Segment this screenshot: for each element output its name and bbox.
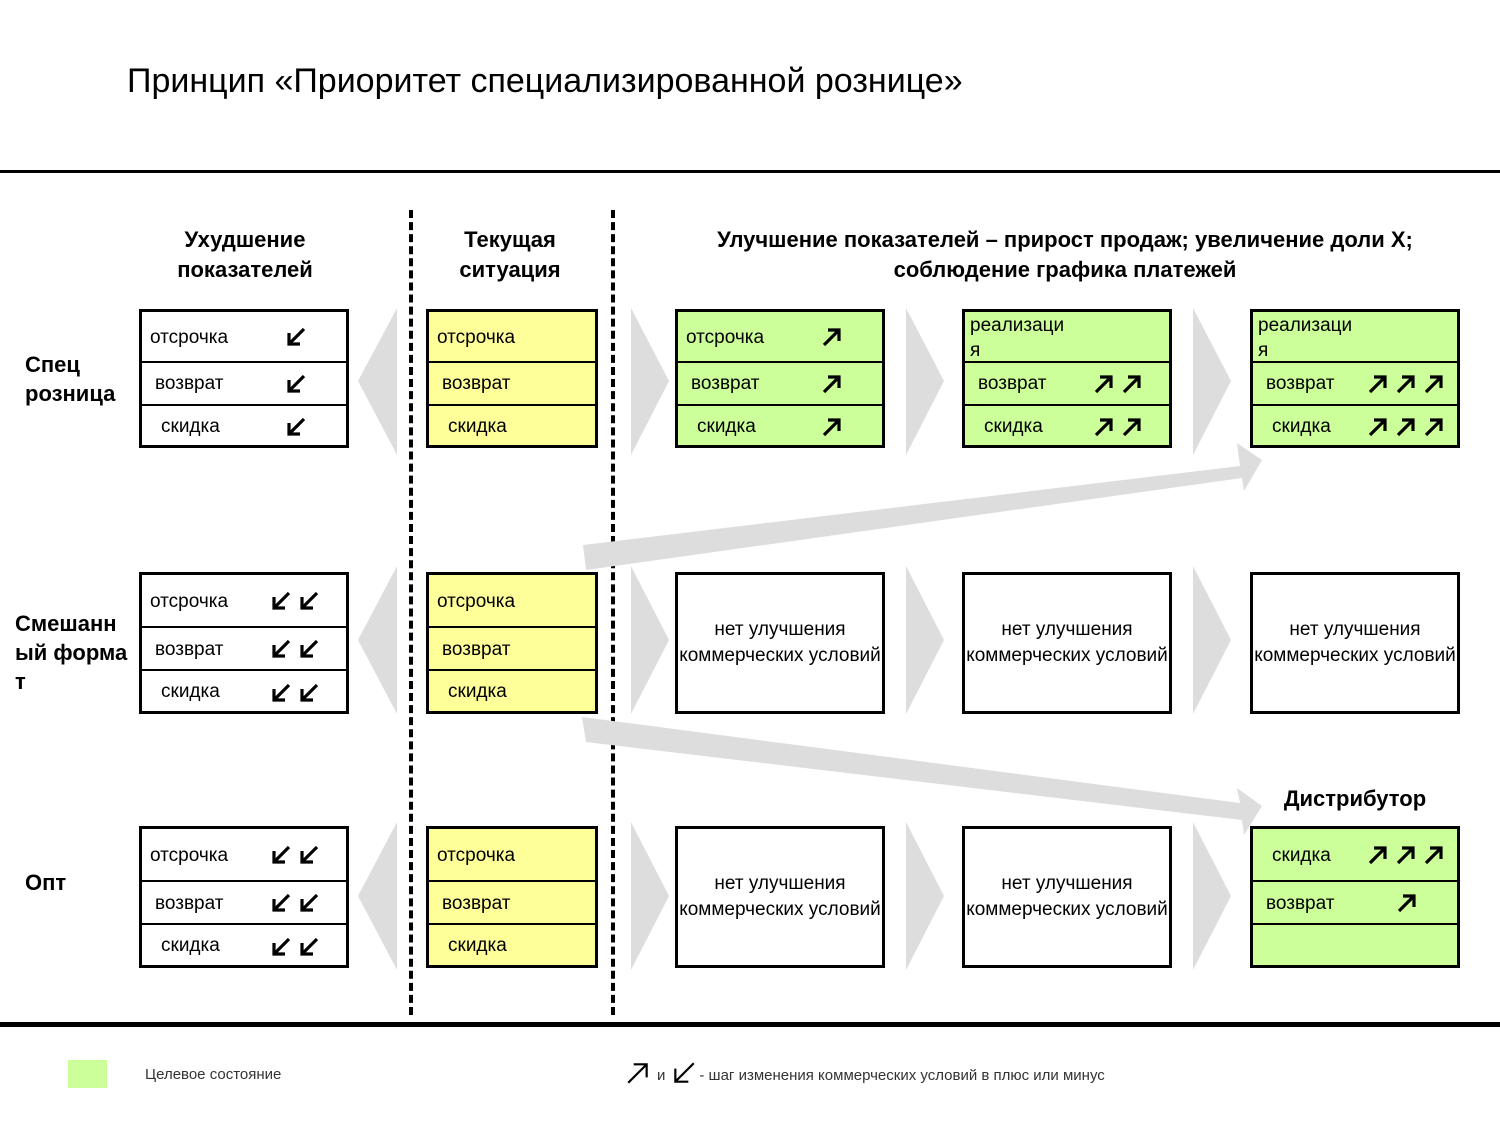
cell-spec-worse: отсрочка возврат скидка	[139, 309, 349, 448]
legend-step-text: - шаг изменения коммерческих условий в п…	[699, 1066, 1105, 1084]
long-arrow-up-icon	[583, 443, 1262, 570]
list-item: скидка	[678, 406, 882, 448]
chevron-right-icon	[906, 308, 944, 455]
chevron-right-icon	[631, 308, 669, 455]
top-divider	[0, 170, 1500, 173]
bottom-divider	[0, 1022, 1500, 1027]
legend-step: и - шаг изменения коммерческих условий в…	[625, 1060, 1105, 1090]
list-item: возврат	[429, 363, 595, 406]
page-title: Принцип «Приоритет специализированной ро…	[127, 62, 963, 100]
list-item	[1253, 925, 1457, 968]
list-item: возврат	[1253, 882, 1457, 925]
cell-spec-step3: реализация возврат скидка	[1250, 309, 1460, 448]
list-item: отсрочка	[429, 829, 595, 882]
list-item: отсрочка	[142, 829, 346, 882]
cell-mixed-step3: нет улучшения коммерческих условий	[1250, 572, 1460, 714]
list-item: отсрочка	[429, 312, 595, 363]
list-item: скидка	[965, 406, 1169, 448]
list-item: отсрочка	[142, 575, 346, 628]
list-item: скидка	[142, 406, 346, 448]
legend-and-word: и	[657, 1066, 666, 1084]
legend-target-label: Целевое состояние	[145, 1066, 282, 1083]
arrow-down-left-icon	[246, 363, 346, 404]
list-item: отсрочка	[142, 312, 346, 363]
arrow-down-left-double-icon	[246, 671, 346, 714]
legend-target-swatch	[68, 1060, 107, 1088]
separator-right	[611, 210, 615, 1015]
chevron-right-icon	[906, 822, 944, 970]
arrow-down-left-icon	[671, 1060, 697, 1090]
chevron-right-icon	[631, 566, 669, 714]
cell-mixed-step2: нет улучшения коммерческих условий	[962, 572, 1172, 714]
distributor-label: Дистрибутор	[1283, 786, 1427, 811]
arrow-down-left-double-icon	[246, 829, 346, 880]
list-item: скидка	[1253, 406, 1457, 448]
list-item: скидка	[1253, 829, 1457, 882]
arrow-up-right-icon	[782, 363, 882, 404]
list-item: возврат	[429, 628, 595, 671]
cell-mixed-current: отсрочка возврат скидка	[426, 572, 598, 714]
cell-spec-current: отсрочка возврат скидка	[426, 309, 598, 448]
cell-spec-step2: реализация возврат скидка	[962, 309, 1172, 448]
list-item: возврат	[142, 363, 346, 406]
cell-spec-step1: отсрочка возврат скидка	[675, 309, 885, 448]
list-item: возврат	[429, 882, 595, 925]
arrow-up-right-triple-icon	[1357, 363, 1457, 404]
arrow-up-right-triple-icon	[1357, 829, 1457, 880]
list-item: скидка	[448, 681, 507, 702]
arrow-up-right-icon	[625, 1060, 651, 1090]
arrow-up-right-icon	[1357, 882, 1457, 923]
arrow-down-left-double-icon	[246, 882, 346, 923]
arrow-down-left-icon	[246, 312, 346, 361]
chevron-right-icon	[1193, 566, 1231, 714]
list-item: возврат	[142, 882, 346, 925]
list-item: отсрочка	[429, 575, 595, 628]
chevron-right-icon	[906, 566, 944, 714]
separator-left	[409, 210, 413, 1015]
column-header-current: Текущая ситуация	[459, 227, 561, 282]
chevron-right-icon	[631, 822, 669, 970]
arrow-up-right-triple-icon	[1357, 406, 1457, 448]
list-item: реализация	[1253, 312, 1457, 363]
list-item: отсрочка	[678, 312, 882, 363]
cell-opt-current: отсрочка возврат скидка	[426, 826, 598, 968]
arrow-down-left-icon	[246, 406, 346, 448]
arrow-up-right-icon	[782, 406, 882, 448]
arrow-up-right-double-icon	[1069, 363, 1169, 404]
cell-opt-worse: отсрочка возврат скидка	[139, 826, 349, 968]
cell-mixed-step1: нет улучшения коммерческих условий	[675, 572, 885, 714]
arrow-down-left-double-icon	[246, 925, 346, 968]
chevron-right-icon	[1193, 308, 1231, 455]
cell-opt-distributor: скидка возврат	[1250, 826, 1460, 968]
cell-mixed-worse: отсрочка возврат скидка	[139, 572, 349, 714]
list-item: возврат	[678, 363, 882, 406]
row-label-mixed: Смешанный формат	[15, 611, 128, 694]
row-label-opt: Опт	[25, 870, 67, 895]
column-header-improve: Улучшение показателей – прирост продаж; …	[717, 227, 1413, 282]
chevron-left-icon	[358, 308, 397, 455]
long-arrow-down-icon	[582, 717, 1262, 835]
list-item: возврат	[965, 363, 1169, 406]
cell-opt-step2: нет улучшения коммерческих условий	[962, 826, 1172, 968]
list-item: скидка	[448, 935, 507, 956]
arrow-down-left-double-icon	[246, 575, 346, 626]
list-item: возврат	[142, 628, 346, 671]
column-header-worse: Ухудшение показателей	[177, 227, 313, 282]
chevron-right-icon	[1193, 822, 1231, 970]
arrow-up-right-double-icon	[1069, 406, 1169, 448]
cell-opt-step1: нет улучшения коммерческих условий	[675, 826, 885, 968]
row-label-spec: Спец розница	[25, 352, 116, 406]
chevron-left-icon	[358, 566, 397, 714]
arrow-up-right-icon	[782, 312, 882, 361]
arrow-down-left-double-icon	[246, 628, 346, 669]
list-item: скидка	[142, 671, 346, 714]
list-item: скидка	[142, 925, 346, 968]
list-item: возврат	[1253, 363, 1457, 406]
list-item: реализация	[965, 312, 1169, 363]
list-item: скидка	[448, 416, 507, 437]
chevron-left-icon	[358, 822, 397, 970]
